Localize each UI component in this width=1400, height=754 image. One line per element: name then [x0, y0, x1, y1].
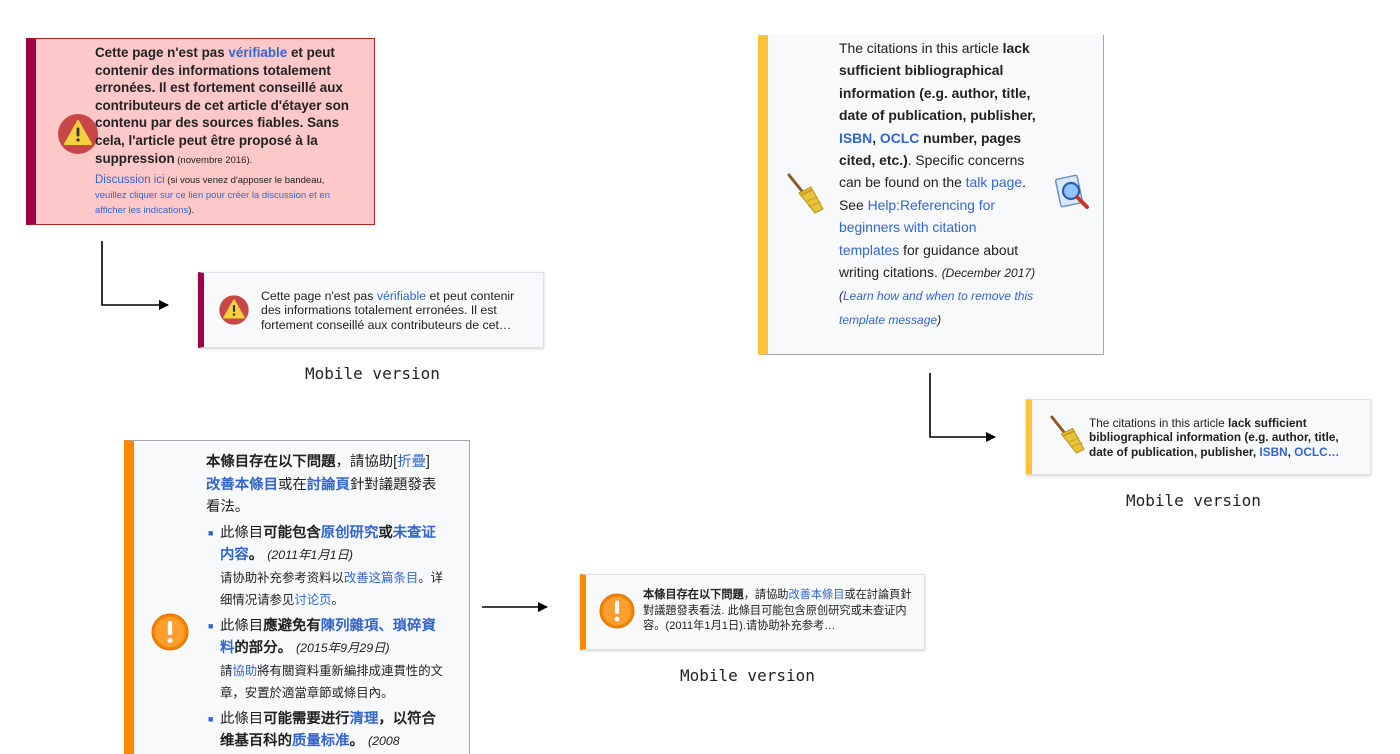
- isbn-link[interactable]: ISBN: [1259, 444, 1288, 459]
- fr-arrow: [101, 241, 169, 310]
- en-desktop-text: The citations in this article lack suffi…: [839, 40, 1036, 327]
- zh-mobile-text: 本條目存在以下問題，請協助改善本條目或在討論頁針對議題發表看法. 此條目可能包含…: [643, 589, 912, 632]
- verifiable-link[interactable]: vérifiable: [228, 45, 288, 60]
- discussion-page-link[interactable]: 讨论页: [294, 593, 332, 607]
- unverified-link[interactable]: 未查证内容: [220, 524, 436, 564]
- en-arrow: [929, 373, 996, 442]
- improve-article-link[interactable]: 改善本條目: [206, 476, 278, 493]
- oclc-link[interactable]: OCLC: [879, 129, 920, 146]
- zh-issue-cleanup: ■ 此條目可能需要进行清理，以符合维基百科的质量标准。 (2008: [208, 708, 446, 753]
- learn-remove-link[interactable]: Learn how and when to remove this templa…: [839, 289, 1034, 327]
- en-mobile-caption: Mobile version: [1126, 491, 1261, 510]
- magnifier-icon: [1054, 174, 1089, 209]
- fold-link[interactable]: 折疊: [397, 454, 426, 470]
- warning-icon: [219, 295, 249, 325]
- fr-desktop-banner: Cette page n'est pas vérifiable et peut …: [26, 38, 375, 225]
- broom-icon: [1050, 415, 1085, 454]
- create-discussion-link[interactable]: veuillez cliquer sur ce lien pour créer …: [95, 190, 330, 216]
- zh-desktop-banner: 本條目存在以下問題，請協助[折疊] 改善本條目或在討論頁針對議題發表看法。 ■ …: [124, 440, 470, 754]
- verifiable-link[interactable]: vérifiable: [376, 289, 427, 303]
- fr-mobile-banner[interactable]: Cette page n'est pas vérifiable et peut …: [198, 272, 544, 348]
- isbn-link[interactable]: ISBN: [839, 129, 873, 146]
- zh-desktop-text: 本條目存在以下問題，請協助[折疊] 改善本條目或在討論頁針對議題發表看法。 ■ …: [206, 451, 446, 753]
- original-research-link[interactable]: 原创研究: [320, 524, 379, 541]
- warning-icon: [58, 114, 98, 154]
- zh-intro: 本條目存在以下問題，請協助[折疊] 改善本條目或在討論頁針對議題發表看法。: [206, 454, 437, 515]
- improve-article-link[interactable]: 改善本條目: [788, 589, 845, 601]
- help-referencing-link[interactable]: Help:Referencing for beginners with cita…: [839, 196, 995, 258]
- zh-mobile-banner[interactable]: 本條目存在以下問題，請協助改善本條目或在討論頁針對議題發表看法. 此條目可能包含…: [580, 574, 925, 650]
- bullet-icon: ■: [208, 713, 214, 724]
- zh-issue-original-research: ■ 此條目可能包含原创研究或未查证内容。 (2011年1月1日) 请协助补充参考…: [208, 522, 446, 612]
- fr-mobile-text: Cette page n'est pas vérifiable et peut …: [261, 289, 515, 332]
- exclamation-icon: [151, 613, 189, 651]
- en-mobile-text: The citations in this article lack suffi…: [1089, 416, 1340, 459]
- bullet-icon: ■: [208, 527, 214, 538]
- fr-desktop-text: Cette page n'est pas vérifiable et peut …: [95, 45, 349, 166]
- cleanup-link[interactable]: 清理: [349, 710, 379, 727]
- help-link[interactable]: 協助: [232, 663, 258, 678]
- en-mobile-banner[interactable]: The citations in this article lack suffi…: [1026, 399, 1371, 475]
- oclc-link[interactable]: OCLC…: [1294, 444, 1340, 459]
- fr-discussion: Discussion ici (si vous venez d'apposer …: [95, 174, 330, 216]
- discussion-link[interactable]: Discussion ici: [95, 174, 165, 186]
- improve-entry-link[interactable]: 改善这篇条目: [343, 570, 419, 585]
- quality-standard-link[interactable]: 质量标准: [291, 733, 350, 749]
- zh-mobile-caption: Mobile version: [680, 666, 815, 685]
- fr-mobile-caption: Mobile version: [305, 364, 440, 383]
- bullet-icon: ■: [208, 620, 214, 631]
- en-desktop-banner: The citations in this article lack suffi…: [758, 35, 1104, 355]
- talk-page-link[interactable]: 討論頁: [306, 476, 350, 493]
- exclamation-icon: [599, 593, 635, 629]
- broom-icon: [787, 173, 824, 214]
- zh-issue-trivia: ■ 此條目應避免有陳列雜項、瑣碎資料的部分。 (2015年9月29日) 請協助將…: [208, 615, 446, 705]
- trivia-link[interactable]: 陳列雜項、瑣碎資料: [220, 617, 436, 657]
- talk-page-link[interactable]: talk page: [965, 174, 1023, 191]
